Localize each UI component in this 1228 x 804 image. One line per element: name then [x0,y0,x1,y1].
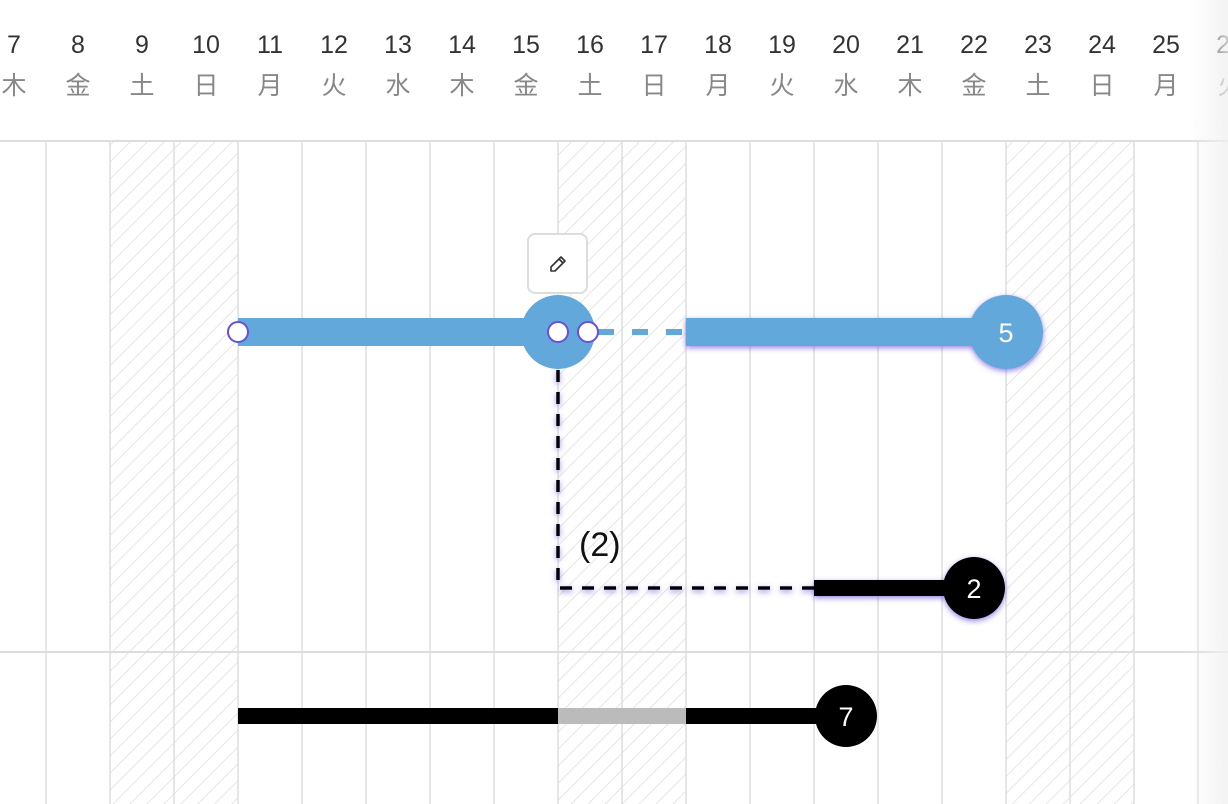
weekend-column [174,141,238,804]
day-number[interactable]: 15 [512,31,540,59]
task-5-bar-part2[interactable]: 5 [686,295,1043,369]
day-number[interactable]: 7 [7,31,21,59]
day-number[interactable]: 17 [640,31,668,59]
weekend-column [622,141,686,804]
day-number[interactable]: 8 [71,31,85,59]
day-of-week: 木 [897,71,922,100]
day-of-week: 木 [1,71,26,100]
weekend-column [1070,141,1134,804]
task-7-inactive-segment [558,708,686,724]
day-number[interactable]: 22 [960,31,988,59]
dependency-label: (2) [579,526,621,564]
day-of-week: 金 [961,71,986,100]
day-of-week: 火 [769,71,794,100]
day-of-week: 水 [833,71,858,100]
task-7-label: 7 [838,702,853,732]
day-number[interactable]: 24 [1088,31,1116,59]
day-number[interactable]: 14 [448,31,476,59]
task-2-label: 2 [966,574,981,604]
weekend-column [110,141,174,804]
day-of-week: 日 [1089,71,1114,100]
day-of-week: 金 [65,71,90,100]
day-of-week: 土 [1025,71,1050,100]
task-5-bar-fill [686,318,1006,346]
day-number[interactable]: 9 [135,31,149,59]
day-of-week: 月 [705,71,730,100]
day-of-week: 月 [1153,71,1178,100]
day-number[interactable]: 18 [704,31,732,59]
day-number[interactable]: 26 [1216,31,1228,59]
task-7-node[interactable] [815,685,877,747]
resize-handle[interactable] [227,321,249,343]
task-5-label: 5 [998,318,1013,348]
task-2-bar-fill [814,580,974,596]
day-of-week: 土 [577,71,602,100]
day-number[interactable]: 21 [896,31,924,59]
task-2-node[interactable] [943,557,1005,619]
day-of-week: 日 [193,71,218,100]
day-of-week: 月 [257,71,282,100]
edit-button[interactable] [527,233,588,294]
task-2-bar[interactable]: 2 [556,370,1005,619]
day-number[interactable]: 25 [1152,31,1180,59]
dependency-link [556,370,814,590]
day-number[interactable]: 12 [320,31,348,59]
day-of-week: 火 [321,71,346,100]
day-of-week: 水 [385,71,410,100]
resize-handle[interactable] [577,321,599,343]
weekend-column [1006,141,1070,804]
day-of-week: 金 [513,71,538,100]
day-of-week: 火 [1217,71,1228,100]
task-5-node[interactable] [969,295,1043,369]
day-of-week: 木 [449,71,474,100]
day-number[interactable]: 11 [257,31,283,59]
day-of-week: 日 [641,71,666,100]
day-of-week: 土 [129,71,154,100]
day-number[interactable]: 16 [576,31,604,59]
resize-handle[interactable] [547,321,569,343]
task-7-bar[interactable] [238,708,846,724]
pencil-icon [549,255,566,272]
day-number[interactable]: 23 [1024,31,1052,59]
task-5-bar-part1[interactable] [238,318,558,346]
day-number[interactable]: 13 [384,31,412,59]
day-number[interactable]: 19 [768,31,796,59]
day-number[interactable]: 20 [832,31,860,59]
day-number[interactable]: 10 [192,31,220,59]
